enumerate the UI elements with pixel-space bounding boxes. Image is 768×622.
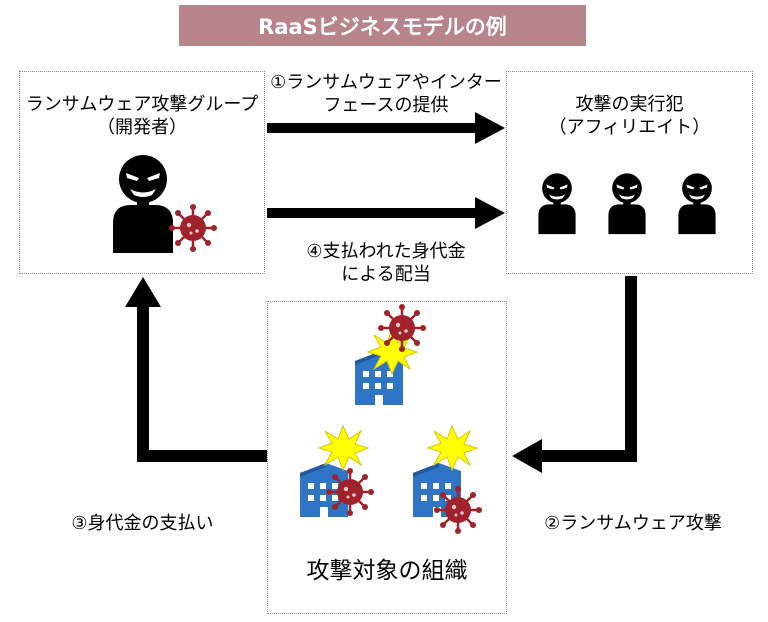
explosion-icon bbox=[427, 425, 478, 471]
virus-icon bbox=[432, 484, 484, 536]
affiliate-hacker-icon bbox=[608, 173, 646, 235]
arrow-dividend bbox=[267, 197, 505, 229]
affiliate-label-line1: 攻撃の実行犯 bbox=[575, 94, 684, 115]
affiliate-label-line2: （アフィリエイト） bbox=[548, 117, 711, 138]
affiliate-box bbox=[506, 71, 753, 274]
target-organization-box bbox=[267, 301, 507, 614]
step3-label-line1: ③身代金の支払い bbox=[71, 513, 214, 534]
developer-label-line1: ランサムウェア攻撃グループ bbox=[25, 94, 259, 115]
arrow-payment bbox=[125, 277, 267, 462]
arrow-attack bbox=[512, 276, 637, 473]
explosion-icon bbox=[318, 425, 369, 471]
virus-icon bbox=[324, 466, 376, 518]
step3-label: ③身代金の支払い bbox=[20, 512, 265, 535]
attacked-building-right bbox=[413, 425, 484, 536]
attacked-building-top bbox=[355, 302, 428, 405]
affiliate-hacker-icon bbox=[538, 173, 576, 235]
developer-label-line2: （開発者） bbox=[97, 117, 187, 138]
arrow-provide bbox=[267, 112, 505, 144]
affiliate-hacker-icon bbox=[678, 173, 716, 235]
target-organization-label-text: 攻撃対象の組織 bbox=[306, 558, 468, 584]
step1-label-line2: フェースの提供 bbox=[323, 95, 449, 116]
step2-label-line1: ②ランサムウェア攻撃 bbox=[544, 513, 722, 534]
step4-label-line2: による配当 bbox=[341, 264, 431, 285]
target-organization-label: 攻撃対象の組織 bbox=[267, 557, 507, 585]
affiliate-label: 攻撃の実行犯 （アフィリエイト） bbox=[506, 93, 753, 139]
developer-hacker-icon bbox=[113, 155, 173, 253]
step4-label: ④支払われた身代金 による配当 bbox=[270, 240, 502, 286]
step4-label-line1: ④支払われた身代金 bbox=[306, 241, 466, 262]
affiliate-hackers bbox=[538, 173, 716, 235]
attacked-building-left bbox=[300, 425, 376, 518]
virus-icon bbox=[376, 302, 428, 354]
step2-label: ②ランサムウェア攻撃 bbox=[508, 512, 758, 535]
diagram-title: RaaSビジネスモデルの例 bbox=[179, 5, 586, 46]
developer-virus-icon bbox=[167, 202, 219, 254]
step1-label: ①ランサムウェアやインター フェースの提供 bbox=[270, 71, 502, 117]
developer-box bbox=[19, 71, 265, 274]
developer-label: ランサムウェア攻撃グループ （開発者） bbox=[19, 93, 265, 139]
step1-label-line1: ①ランサムウェアやインター bbox=[270, 72, 502, 93]
